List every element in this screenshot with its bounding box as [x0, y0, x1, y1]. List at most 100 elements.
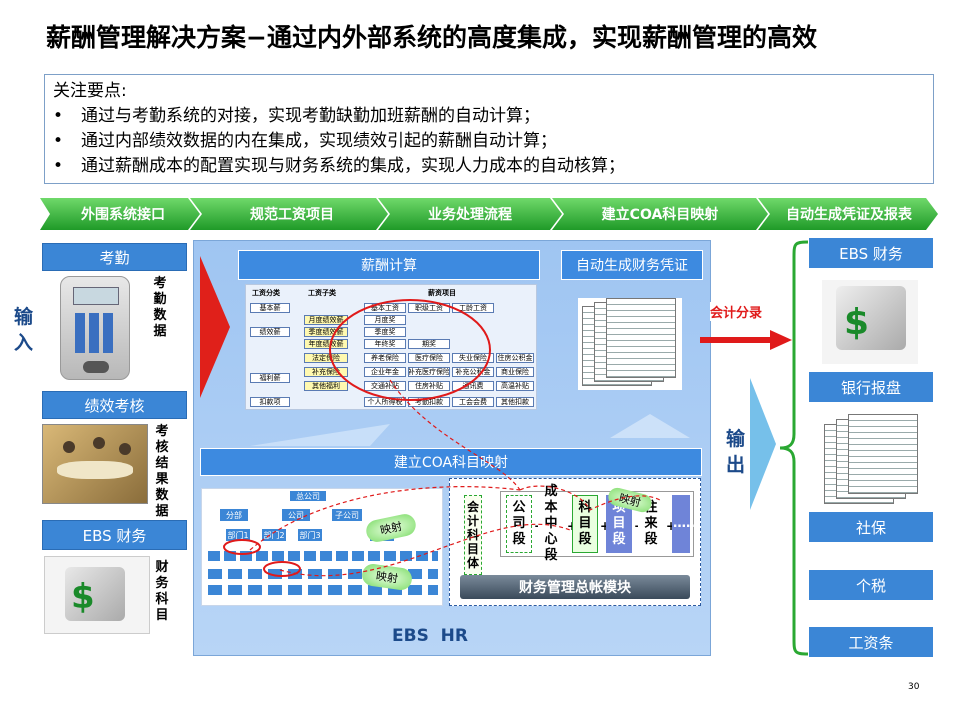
- voucher-docs-icon: [578, 298, 682, 390]
- org-company: 公司: [282, 509, 310, 521]
- item: 医疗保险: [408, 353, 450, 363]
- segment-company: 公司段: [506, 495, 532, 553]
- coa-mapping-header: 建立COA科目映射: [200, 448, 702, 476]
- chevron-5: [758, 198, 938, 230]
- step-1: 外围系统接口: [81, 207, 165, 223]
- page-title: 薪酬管理解决方案−通过内外部系统的高度集成，实现薪酬管理的高效: [46, 23, 817, 52]
- red-output-arrow: [700, 330, 792, 350]
- bullet: •: [53, 156, 64, 176]
- header-subcategory: 工资子类: [308, 289, 336, 297]
- output-social-security: 社保: [809, 512, 933, 542]
- page-number: 30: [908, 682, 920, 692]
- salary-calc-header: 薪酬计算: [238, 250, 540, 280]
- input-performance: 绩效考核: [42, 391, 187, 419]
- plus: +: [600, 519, 610, 533]
- org-dept-2: 部门2: [262, 529, 286, 541]
- salary-item-table: 工资分类 工资子类 薪资项目 基本薪 绩效薪 福利薪 扣款项 月度绩效薪 季度绩…: [245, 284, 537, 410]
- item: 考勤扣款: [408, 397, 450, 407]
- org-root: 总公司: [290, 491, 326, 501]
- cat-deduction: 扣款项: [250, 397, 290, 407]
- performance-desc: 考核结果数据: [155, 424, 169, 519]
- org-dept-1: 部门1: [226, 529, 250, 541]
- segment-account: 科目段: [572, 495, 598, 553]
- item: 高温补贴: [496, 381, 534, 391]
- item: 养老保险: [364, 353, 406, 363]
- item: 季度奖: [364, 327, 406, 337]
- step-5: 自动生成凭证及报表: [786, 207, 912, 223]
- item: 住房公积金: [496, 353, 534, 363]
- org-subsidiary: 子公司: [332, 509, 362, 521]
- output-ebs-finance: EBS 财务: [809, 238, 933, 268]
- org-highlight-circles: [223, 539, 301, 577]
- item: 期奖: [408, 339, 450, 349]
- item: 住房补贴: [408, 381, 450, 391]
- org-branch: 分部: [220, 509, 248, 521]
- key-point-2: 通过内部绩效数据的内在集成，实现绩效引起的薪酬自动计算；: [81, 131, 557, 151]
- puzzle-dollar-icon: $: [44, 556, 150, 634]
- sub-quarterly: 季度绩效薪: [304, 327, 348, 337]
- bullet: •: [53, 131, 64, 151]
- meeting-illustration: [42, 424, 148, 504]
- step-4: 建立COA科目映射: [601, 207, 719, 223]
- input-ebs-finance: EBS 财务: [42, 520, 187, 550]
- sub-monthly: 月度绩效薪: [304, 315, 348, 325]
- process-chevrons: [40, 198, 938, 230]
- sub-annual: 年度绩效薪: [304, 339, 348, 349]
- key-point-1: 通过与考勤系统的对接，实现考勤缺勤加班薪酬的自动计算；: [81, 106, 540, 126]
- item: 失业保险: [452, 353, 494, 363]
- item: 补充医疗保险: [408, 367, 450, 377]
- segment-costcenter: 成本中心段: [538, 484, 564, 563]
- flow-dashes: [249, 379, 661, 577]
- chevron-4: [552, 198, 768, 230]
- output-payslip: 工资条: [809, 627, 933, 657]
- blue-output-arrow: [750, 378, 776, 510]
- auto-voucher-header: 自动生成财务凭证: [561, 250, 703, 280]
- output-bracket: [779, 240, 809, 656]
- output-puzzle-icon: $: [822, 280, 918, 364]
- key-points-heading: 关注要点:: [53, 81, 127, 101]
- key-points-box: 关注要点: • 通过与考勤系统的对接，实现考勤缺勤加班薪酬的自动计算； • 通过内部…: [44, 74, 934, 184]
- bullet: •: [53, 106, 64, 126]
- sub-statutory: 法定保险: [304, 353, 348, 363]
- up-arrows: [250, 414, 690, 446]
- gl-entity: 会计科目体: [464, 495, 482, 575]
- ebs-hr-label: EBS HR: [392, 626, 468, 646]
- item: 工会会费: [452, 397, 494, 407]
- sub-supplementary: 补充保险: [304, 367, 348, 377]
- plus: +: [666, 519, 676, 533]
- chevron-3: [378, 198, 562, 230]
- org-dept-3: 部门3: [298, 529, 322, 541]
- cat-performance: 绩效薪: [250, 327, 290, 337]
- chevron-2: [190, 198, 388, 230]
- item: 月度奖: [364, 315, 406, 325]
- item: 职级工资: [408, 303, 450, 313]
- item: 交通补贴: [364, 381, 406, 391]
- cat-welfare: 福利薪: [250, 373, 290, 383]
- item: 补充公积金: [452, 367, 494, 377]
- cat-basic: 基本薪: [250, 303, 290, 313]
- item: 其他扣款: [496, 397, 534, 407]
- step-2: 规范工资项目: [250, 207, 334, 223]
- output-label: 输出: [726, 428, 746, 476]
- step-3: 业务处理流程: [428, 207, 512, 223]
- input-attendance: 考勤: [42, 243, 187, 271]
- output-bank-disk: 银行报盘: [809, 372, 933, 402]
- item: 企业年金: [364, 367, 406, 377]
- output-docs-icon: [820, 414, 920, 506]
- accounting-entry-label: 会计分录: [710, 302, 763, 321]
- input-label: 输入: [14, 306, 34, 354]
- header-items: 薪资项目: [428, 289, 456, 297]
- attendance-machine-icon: [60, 276, 130, 380]
- red-input-arrow: [200, 256, 230, 398]
- item: 商业保险: [496, 367, 534, 377]
- finance-desc: 财务科目: [155, 560, 169, 623]
- sub-other: 其他福利: [304, 381, 348, 391]
- attendance-desc: 考勤数据: [153, 276, 167, 339]
- item: 年终奖: [364, 339, 406, 349]
- gl-module-label: 财务管理总帐模块: [460, 575, 690, 599]
- key-point-3: 通过薪酬成本的配置实现与财务系统的集成，实现人力成本的自动核算；: [81, 156, 625, 176]
- chevron-1: [40, 198, 200, 230]
- output-income-tax: 个税: [809, 570, 933, 600]
- highlight-ellipse: [329, 299, 491, 401]
- header-category: 工资分类: [252, 289, 280, 297]
